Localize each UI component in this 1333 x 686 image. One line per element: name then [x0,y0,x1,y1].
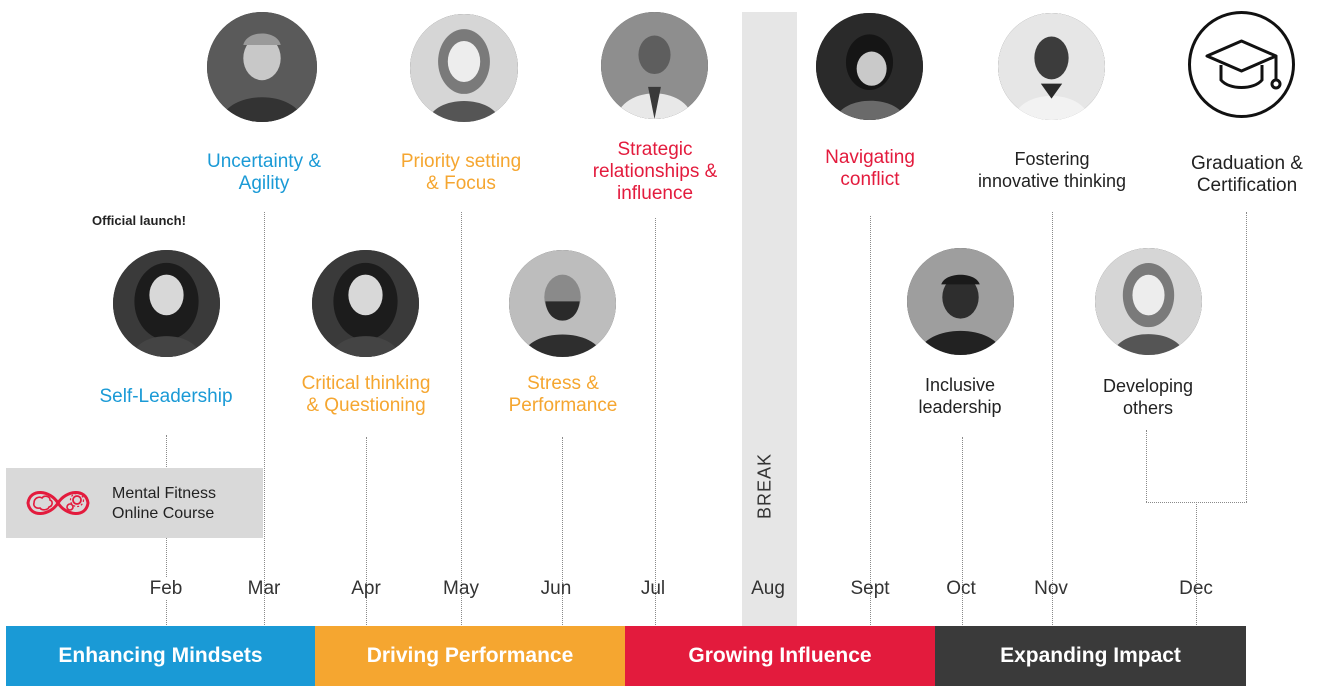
presenter-photo-sept [816,13,923,120]
phase-enhancing-mindsets: Enhancing Mindsets [6,626,315,686]
jun-connector [562,437,563,625]
month-oct: Oct [946,578,976,599]
nov-connector [1052,212,1053,625]
phase-expanding-impact: Expanding Impact [935,626,1246,686]
presenter-photo-may [410,14,518,122]
official-launch-label: Official launch! [92,213,186,228]
presenter-photo-oct [907,248,1014,355]
dec-right-connector [1246,212,1247,502]
mar-connector [264,212,265,625]
graduation-cap-icon [1187,10,1296,119]
presenter-photo-jun [509,250,616,357]
month-feb: Feb [126,578,206,600]
session-inclusive-leadership: Inclusive leadership [918,375,1002,417]
presenter-photo-dec [1095,248,1202,355]
session-strategic-relationships: Strategic relationships & influence [592,139,718,204]
phase-growing-influence: Growing Influence [625,626,935,686]
month-jun: Jun [540,578,572,599]
month-may: May [443,578,479,599]
month-apr: Apr [351,578,381,599]
month-jul: Jul [640,578,666,599]
presenter-photo-jul [601,12,708,119]
jul-connector [655,218,656,625]
online-course-box: Mental Fitness Online Course [6,468,263,538]
sept-connector [870,216,871,625]
apr-connector [366,437,367,625]
month-dec: Dec [1179,578,1213,599]
phase-driving-performance: Driving Performance [315,626,625,686]
presenter-photo-nov [998,13,1105,120]
dec-left-connector [1146,430,1147,502]
session-self-leadership: Self-Leadership [99,386,233,407]
dec-connector [1196,502,1197,625]
presenter-photo-feb [113,250,220,357]
session-navigating-conflict: Navigating conflict [825,147,915,190]
break-column [742,12,797,630]
infinity-brain-gears-icon [20,484,96,522]
presenter-photo-mar [207,12,317,122]
session-stress-performance: Stress & Performance [508,373,618,416]
may-connector [461,212,462,625]
month-aug: Aug [751,578,785,599]
session-fostering-innovative-thinking: Fostering innovative thinking [977,149,1127,191]
session-developing-others: Developing others [1102,376,1194,418]
month-mar: Mar [247,578,281,599]
month-sept: Sept [850,578,890,599]
oct-connector [962,437,963,625]
session-graduation-certification: Graduation & Certification [1191,153,1303,196]
session-critical-thinking: Critical thinking & Questioning [301,373,431,416]
break-label: BREAK [754,452,775,520]
month-nov: Nov [1034,578,1068,599]
session-priority-focus: Priority setting & Focus [400,151,522,194]
session-uncertainty-agility: Uncertainty & Agility [206,151,322,194]
presenter-photo-apr [312,250,419,357]
course-title: Mental Fitness Online Course [112,485,217,522]
